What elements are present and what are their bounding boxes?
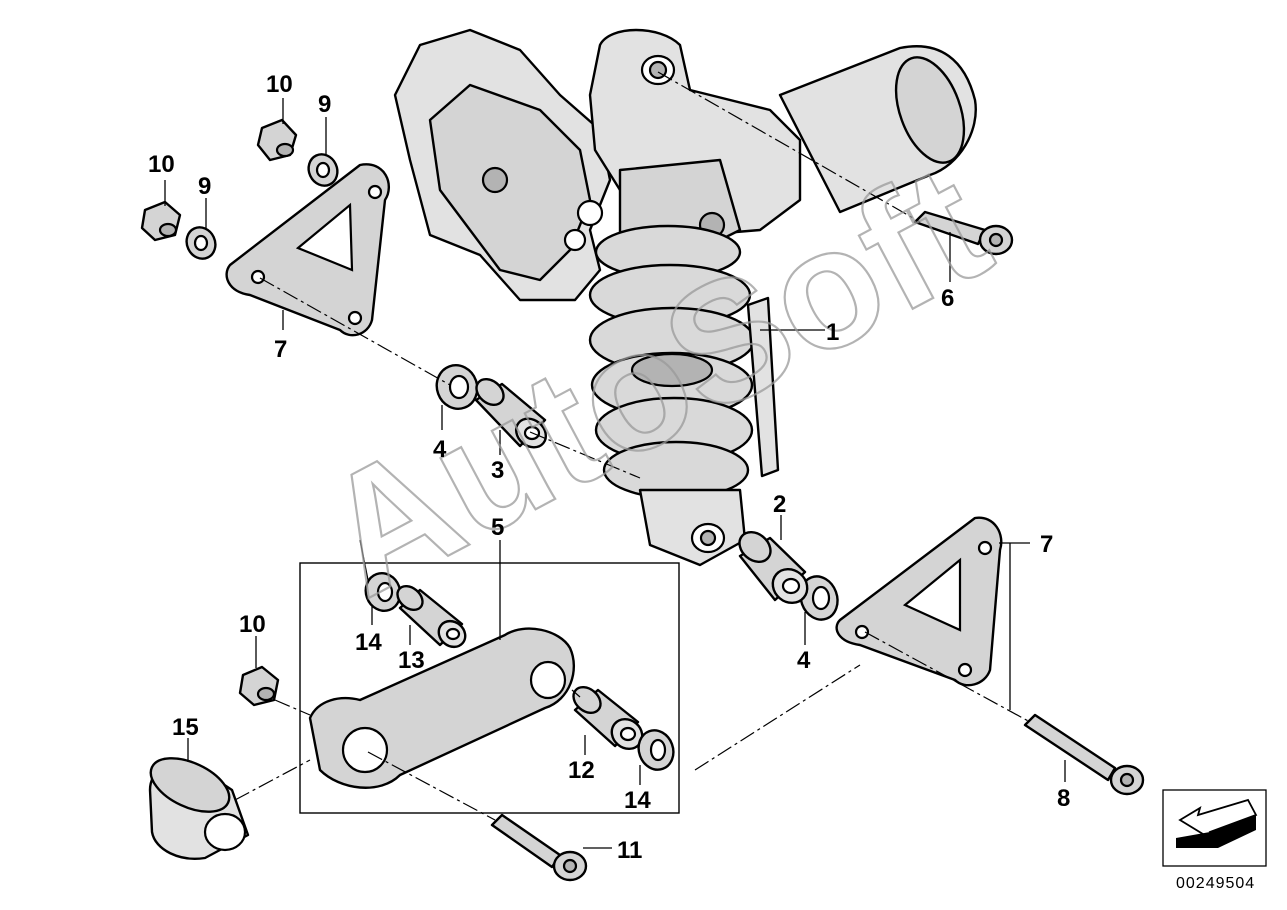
washer-4-upper bbox=[435, 364, 479, 410]
callout-9-upper: 9 bbox=[318, 91, 331, 118]
nut-10-a bbox=[256, 118, 298, 162]
callout-labels: 1 2 3 4 4 5 6 7 7 8 9 9 10 10 10 11 12 1… bbox=[148, 71, 1070, 864]
callout-14-upper: 14 bbox=[355, 629, 382, 656]
washer-4-right bbox=[799, 575, 839, 621]
callout-12: 12 bbox=[568, 757, 595, 784]
callout-11: 11 bbox=[617, 837, 642, 864]
linkage-group-frame bbox=[299, 562, 680, 814]
callout-10-top: 10 bbox=[266, 71, 293, 98]
arrow-down-left-icon[interactable] bbox=[1162, 789, 1267, 867]
center-lines bbox=[234, 71, 1031, 821]
callout-5: 5 bbox=[491, 514, 504, 541]
callout-3: 3 bbox=[491, 457, 504, 484]
bracket-7-upper bbox=[225, 163, 390, 337]
bolt-6 bbox=[913, 210, 1014, 256]
bolt-11 bbox=[490, 813, 588, 882]
coil-spring bbox=[588, 224, 756, 500]
sleeve-15 bbox=[148, 757, 250, 860]
rocker-lever bbox=[308, 627, 575, 789]
callout-10-left: 10 bbox=[148, 151, 175, 178]
nut-10-b bbox=[140, 200, 182, 242]
callout-15: 15 bbox=[172, 714, 199, 741]
callout-10-lower: 10 bbox=[239, 611, 266, 638]
bushing-2 bbox=[738, 531, 809, 605]
washer-9-b bbox=[185, 226, 217, 260]
callout-7-right: 7 bbox=[1040, 531, 1053, 558]
callout-4-right: 4 bbox=[797, 647, 811, 674]
washer-9-a bbox=[307, 153, 339, 187]
callout-6: 6 bbox=[941, 285, 954, 312]
washer-14-lower bbox=[637, 729, 675, 771]
callout-8: 8 bbox=[1057, 785, 1070, 812]
callout-7-upper: 7 bbox=[274, 336, 287, 363]
shock-absorber-assembly bbox=[393, 28, 977, 567]
callout-14-lower: 14 bbox=[624, 787, 651, 814]
nut-10-c bbox=[238, 665, 280, 707]
washer-14-upper bbox=[364, 572, 402, 612]
callout-13: 13 bbox=[398, 647, 425, 674]
bracket-7-right bbox=[835, 516, 1003, 687]
bushing-13 bbox=[396, 584, 467, 649]
bolt-8 bbox=[1023, 713, 1145, 796]
callout-1: 1 bbox=[826, 319, 839, 346]
leader-lines bbox=[164, 98, 1066, 849]
document-number: 00249504 bbox=[1176, 875, 1255, 892]
callout-4-upper: 4 bbox=[433, 436, 447, 463]
callout-2: 2 bbox=[773, 491, 786, 518]
bushing-12 bbox=[572, 685, 644, 751]
callout-9-left: 9 bbox=[198, 173, 211, 200]
